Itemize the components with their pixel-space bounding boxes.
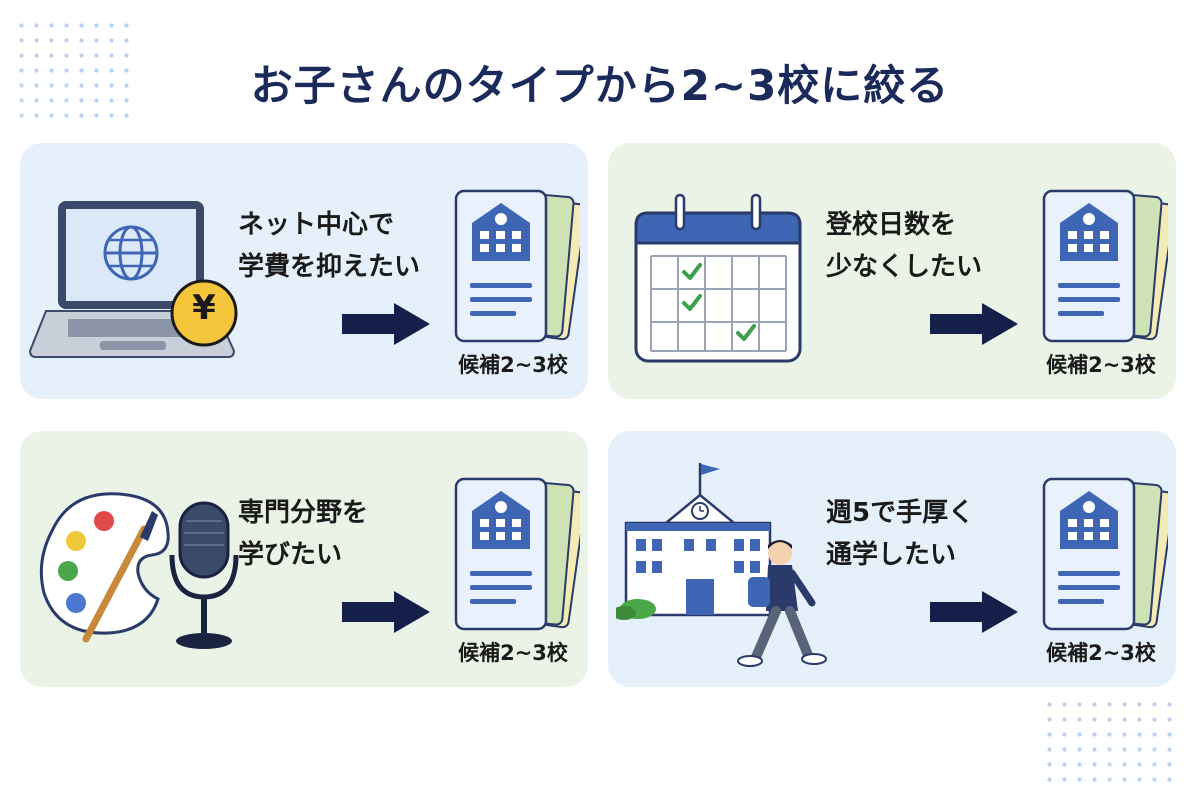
candidate-caption: 候補2~3校: [1046, 353, 1156, 377]
palette-microphone-icon: [28, 451, 248, 671]
card-full-time-attendance: 週5で手厚く 通学したい 候補2~3校: [608, 431, 1176, 687]
page-title: お子さんのタイプから2~3校に絞る: [250, 61, 950, 110]
arrow-right-icon: [342, 591, 430, 633]
candidate-caption: 候補2~3校: [458, 641, 568, 665]
decorative-dots-top-left: [14, 18, 134, 128]
school-documents-icon: [454, 477, 580, 631]
yen-symbol: ¥: [192, 288, 216, 328]
candidate-caption: 候補2~3校: [458, 353, 568, 377]
school-documents-icon: [1042, 189, 1168, 343]
arrow-right-icon: [930, 591, 1018, 633]
card-text: 週5で手厚く 通学したい: [826, 493, 1026, 576]
card-text: ネット中心で 学費を抑えたい: [238, 205, 438, 288]
card-text-line1: 専門分野を: [238, 498, 369, 528]
card-specialized-field: 専門分野を 学びたい 候補2~3校: [20, 431, 588, 687]
card-text-line2: 学費を抑えたい: [238, 251, 421, 282]
card-text-line1: 週5で手厚く: [826, 498, 975, 528]
card-online-low-cost: ¥ ネット中心で 学費を抑えたい 候補2~3校: [20, 143, 588, 399]
card-text-line2: 通学したい: [826, 539, 957, 570]
school-student-icon: [612, 451, 836, 671]
candidate-caption: 候補2~3校: [1046, 641, 1156, 665]
arrow-right-icon: [930, 303, 1018, 345]
school-documents-icon: [1042, 477, 1168, 631]
card-text: 専門分野を 学びたい: [238, 493, 438, 576]
card-text-line1: ネット中心で: [238, 210, 395, 240]
school-documents-icon: [454, 189, 580, 343]
laptop-yen-icon: ¥: [28, 163, 248, 383]
card-text: 登校日数を 少なくしたい: [826, 205, 1026, 288]
card-text-line1: 登校日数を: [826, 210, 957, 240]
decorative-dots-bottom-right: [1042, 697, 1182, 792]
card-fewer-attendance-days: 登校日数を 少なくしたい 候補2~3校: [608, 143, 1176, 399]
card-text-line2: 学びたい: [238, 539, 343, 570]
calendar-icon: [616, 163, 836, 383]
card-text-line2: 少なくしたい: [826, 251, 983, 282]
arrow-right-icon: [342, 303, 430, 345]
